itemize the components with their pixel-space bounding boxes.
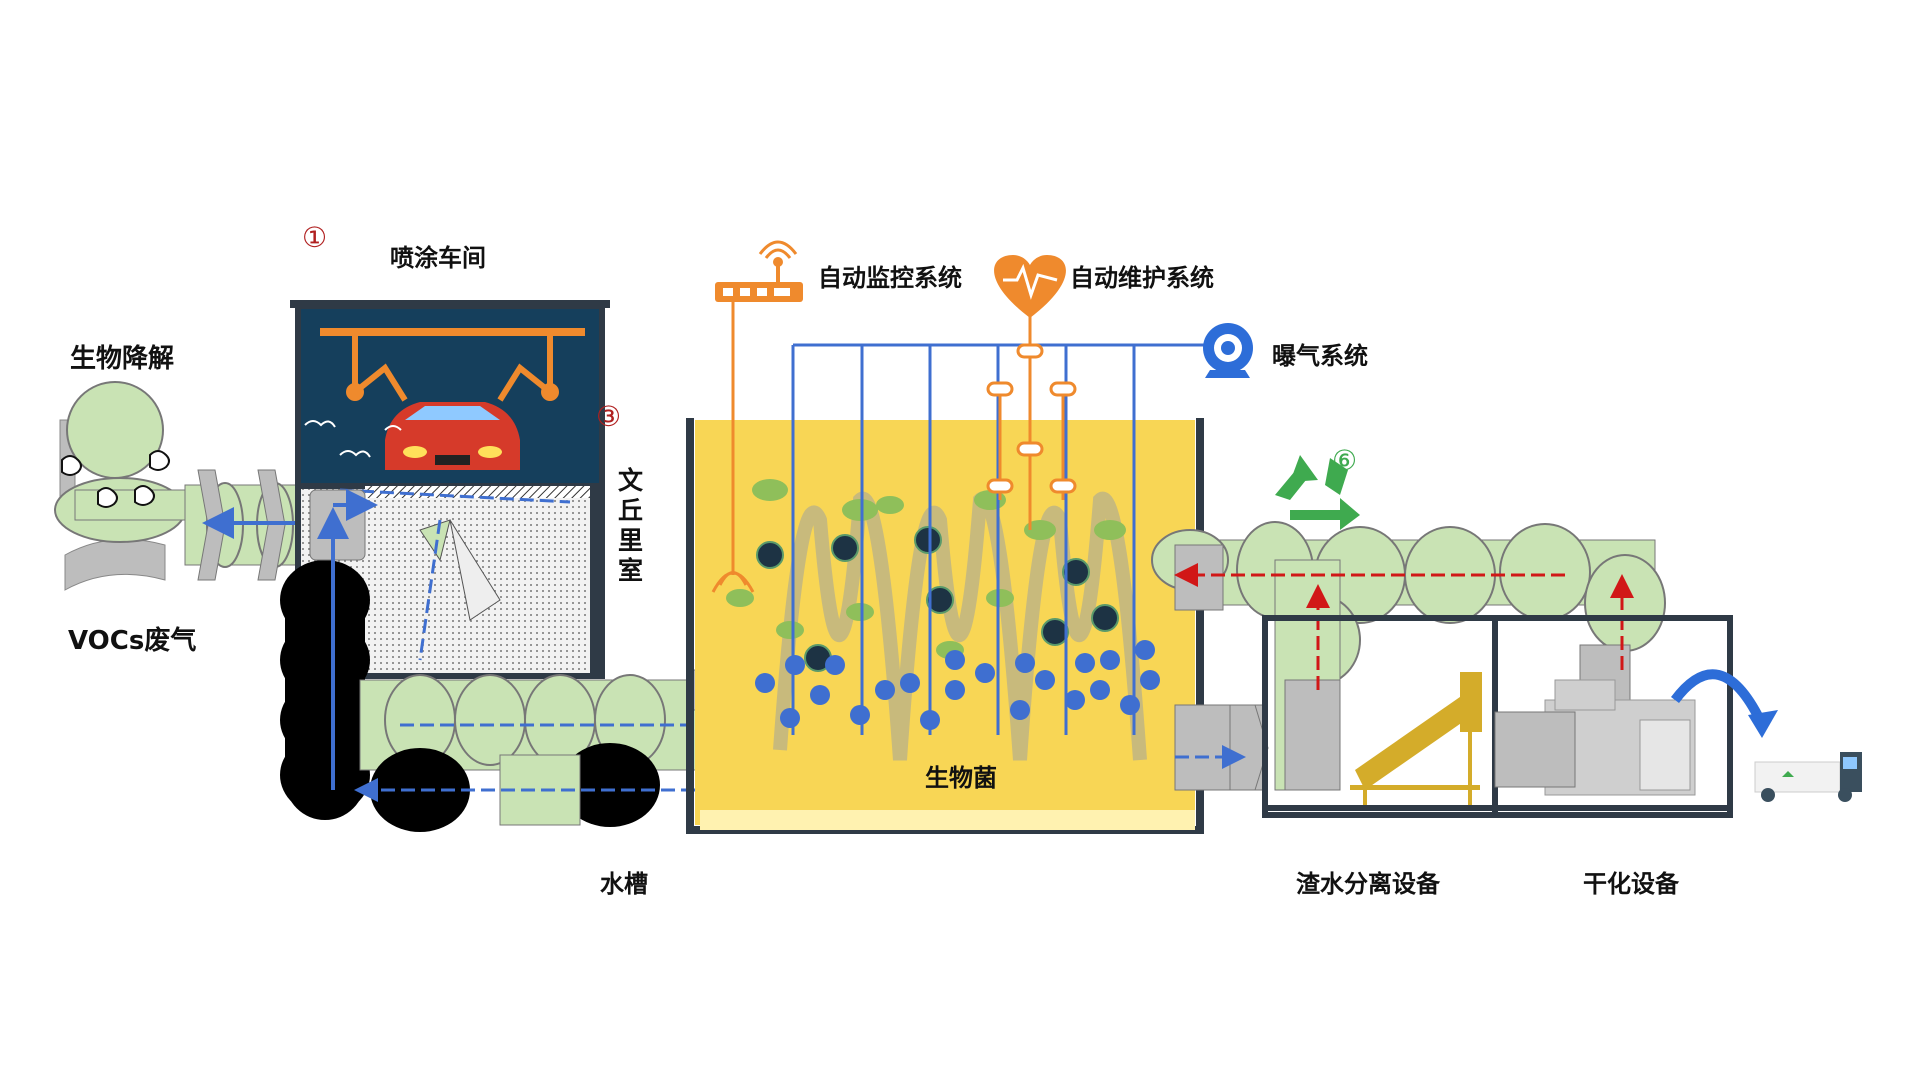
aeration-pipes	[791, 343, 1210, 735]
recycle-icon	[1275, 455, 1360, 530]
dryer-machine	[1494, 679, 1696, 796]
bio-tank	[686, 418, 1204, 834]
bio-degradation-unit	[54, 381, 191, 591]
antenna-icon	[715, 240, 803, 302]
truck-icon	[1754, 752, 1862, 802]
bio-tank-outlet	[1174, 704, 1269, 791]
bacteria-label: 生物菌	[925, 764, 997, 792]
auto-maintain-label: 自动维护系统	[1070, 264, 1214, 292]
blower-icon	[1203, 323, 1253, 378]
aeration-label: 曝气系统	[1272, 342, 1368, 370]
water-tank-label: 水槽	[600, 870, 648, 898]
dark-bacteria	[756, 526, 1119, 672]
dryer-label: 干化设备	[1583, 870, 1679, 898]
spray-shop-label: 喷涂车间	[390, 244, 486, 272]
bacteria-streams	[773, 491, 1147, 761]
spray-cloud	[304, 420, 402, 458]
voc-gas-label: VOCs废气	[68, 626, 197, 656]
separator-label: 渣水分离设备	[1296, 870, 1440, 898]
step6-marker: ⑥	[1332, 444, 1358, 477]
step1-marker: ①	[302, 221, 328, 254]
venturi-label: 文丘里室	[618, 466, 644, 585]
water-tank	[280, 489, 378, 820]
monitor-system	[711, 240, 803, 593]
exhaust-pipe	[184, 469, 316, 581]
car-icon	[385, 402, 520, 470]
auto-monitor-label: 自动监控系统	[818, 264, 962, 292]
robot-arm-right	[497, 336, 559, 402]
spray-booth	[290, 300, 610, 489]
blue-bubbles	[755, 640, 1160, 730]
equipment-frame	[1262, 615, 1778, 818]
heart-pulse-icon	[994, 255, 1066, 318]
hands-icon	[61, 450, 170, 508]
maintenance-system	[986, 255, 1077, 530]
separator-machine	[1350, 672, 1482, 805]
step3-marker: ③	[596, 400, 622, 433]
bio-degrade-label: 生物降解	[70, 344, 175, 374]
robot-arm-left	[346, 336, 408, 402]
